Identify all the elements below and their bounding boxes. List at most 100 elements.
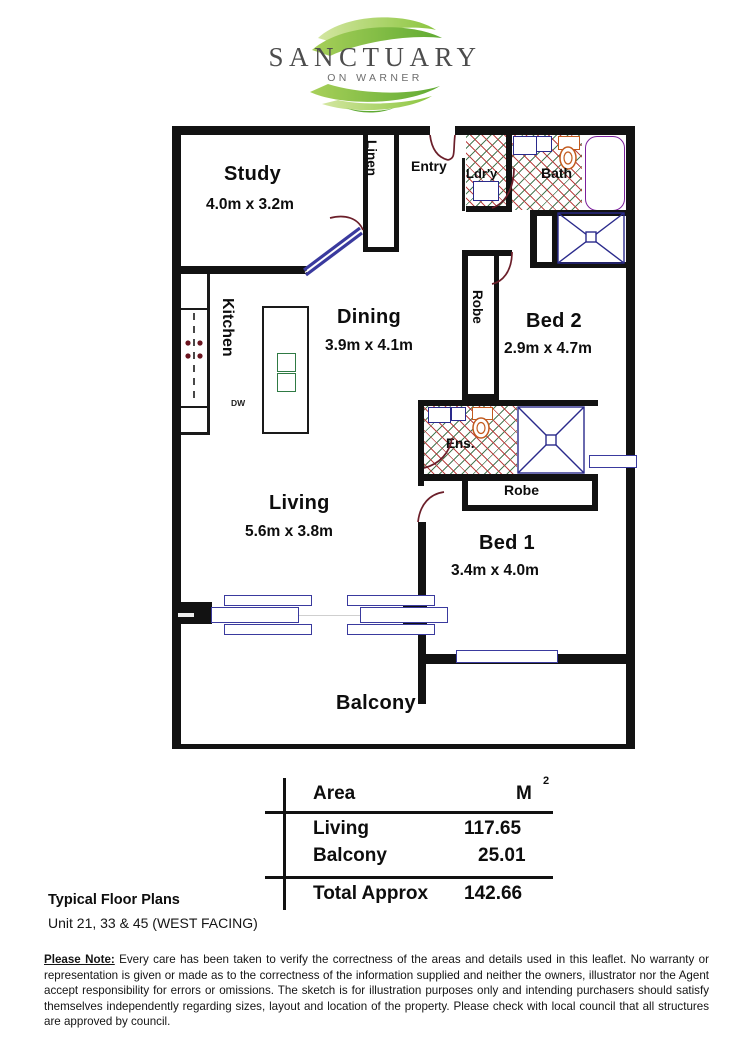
area-total-value: 142.66 xyxy=(464,883,523,904)
area-row-living-value: 117.65 xyxy=(464,818,522,839)
wall-ens-left xyxy=(418,400,424,486)
wall-bed1-left-upper xyxy=(418,522,426,642)
wall-bed1-bottom-left xyxy=(418,654,458,664)
table-rule-above-total xyxy=(265,876,553,879)
linen-label: Linen xyxy=(364,140,379,176)
wall-linen-bottom xyxy=(363,247,399,252)
kitchen-bench-divider-1 xyxy=(181,308,208,310)
wall-kitchen-bench-bottom xyxy=(181,432,210,435)
slider-right-panel-2 xyxy=(360,607,448,623)
disclaimer-lead: Please Note: xyxy=(44,953,115,966)
balcony-name: Balcony xyxy=(336,692,416,714)
window-bed1-balcony xyxy=(456,650,558,663)
area-total-label: Total Approx xyxy=(313,883,429,904)
area-header-unit-sup: 2 xyxy=(543,775,550,787)
disclaimer-note: Please Note: Every care has been taken t… xyxy=(44,952,709,1030)
floor-plan: Linen Entry Kitchen DW Ldr'y Bath xyxy=(0,118,750,768)
wall-laundry-left xyxy=(462,158,465,211)
wall-study-diagonal-stub xyxy=(237,266,307,274)
wall-exterior-left xyxy=(172,126,181,749)
window-bed2-side xyxy=(589,455,637,468)
kitchen-bench-divider-2 xyxy=(181,406,208,408)
wall-kitchen-bench-right xyxy=(207,274,210,434)
area-header-label: Area xyxy=(313,783,356,804)
dining-name: Dining xyxy=(337,306,402,328)
wall-shower-bottom xyxy=(530,262,635,268)
ensuite-label: Ens. xyxy=(446,436,475,451)
table-rule-under-header xyxy=(265,811,553,814)
slider-right-panel-3 xyxy=(347,624,435,635)
wall-linen-right xyxy=(394,126,399,252)
kitchen-island-top xyxy=(262,306,309,308)
laundry-label: Ldr'y xyxy=(466,166,498,181)
robe-bed2-label: Robe xyxy=(470,290,485,324)
footer-title: Typical Floor Plans xyxy=(48,892,180,908)
ens-vanity-basin-right xyxy=(451,407,466,421)
wall-study-bottom xyxy=(172,266,237,274)
dishwasher-label: DW xyxy=(231,398,246,408)
wall-robe2-right xyxy=(494,256,499,400)
wall-linen-left xyxy=(363,126,368,252)
wall-shower-left xyxy=(530,210,537,268)
wall-shower-right-divider xyxy=(552,210,558,268)
shower-bath-icon xyxy=(557,212,625,264)
ens-vanity-basin-left xyxy=(428,407,451,423)
bathtub-icon xyxy=(585,136,625,211)
table-vertical-rule xyxy=(283,778,286,910)
living-door-track xyxy=(212,615,404,616)
wall-laundry-bottom xyxy=(466,206,512,212)
area-row-living-label: Living xyxy=(313,818,369,839)
wall-bed2-top xyxy=(462,250,512,256)
robe-bed1-label: Robe xyxy=(504,482,539,498)
entry-label: Entry xyxy=(411,158,447,174)
ens-toilet-cistern-icon xyxy=(472,407,493,420)
area-row-balcony-label: Balcony xyxy=(313,845,387,866)
sink-bowl-upper xyxy=(277,353,296,372)
vanity-basin-left xyxy=(513,136,537,155)
wall-exterior-top-left xyxy=(172,126,430,135)
wall-bed1-left-lower xyxy=(418,642,426,704)
slider-left-panel-1 xyxy=(224,595,312,606)
wall-robe1-bottom xyxy=(462,505,598,511)
bed2-dimensions: 2.9m x 4.7m xyxy=(504,340,592,357)
area-summary-table: Area M 2 Living 117.65 Balcony 25.01 Tot… xyxy=(0,770,750,915)
living-dimensions: 5.6m x 3.8m xyxy=(245,523,333,540)
kitchen-label: Kitchen xyxy=(219,298,236,357)
wall-robe2-left xyxy=(462,250,468,400)
wall-bath-bottom xyxy=(530,210,635,216)
sink-bowl-lower xyxy=(277,373,296,392)
bed2-name: Bed 2 xyxy=(526,310,582,332)
wall-robe2-bottom xyxy=(462,394,499,400)
area-row-balcony-value: 25.01 xyxy=(478,845,526,866)
toilet-bath-bowl-icon xyxy=(559,146,577,170)
logo-subtitle: ON WARNER xyxy=(327,72,423,84)
logo-title: SANCTUARY xyxy=(268,42,482,72)
bath-label: Bath xyxy=(541,165,573,181)
study-dimensions: 4.0m x 3.2m xyxy=(206,196,294,213)
wall-robe1-left xyxy=(462,474,468,511)
leaf-emblem-icon xyxy=(310,17,442,113)
slider-left-panel-2 xyxy=(211,607,299,623)
wall-ens-bottom xyxy=(418,474,598,481)
ens-toilet-bowl-icon xyxy=(472,417,490,439)
dining-dimensions: 3.9m x 4.1m xyxy=(325,337,413,354)
door-swings-layer xyxy=(303,134,515,523)
ens-shower-icon xyxy=(517,406,585,474)
footer-subtitle: Unit 21, 33 & 45 (WEST FACING) xyxy=(48,915,258,931)
balcony-sill-mark xyxy=(178,613,194,617)
laundry-tub-icon xyxy=(473,181,499,201)
study-name: Study xyxy=(224,163,282,185)
wall-exterior-top-right xyxy=(455,126,635,135)
toilet-bath-icon xyxy=(558,136,580,150)
wall-ens-top xyxy=(418,400,598,406)
brand-logo: SANCTUARY ON WARNER xyxy=(0,8,750,118)
area-header-unit: M xyxy=(516,783,532,804)
vanity-basin-right xyxy=(536,136,552,152)
cooktop-icon xyxy=(185,313,203,403)
kitchen-island-bottom xyxy=(262,432,309,434)
bed1-dimensions: 3.4m x 4.0m xyxy=(451,562,539,579)
wall-balcony-bottom xyxy=(172,744,635,749)
kitchen-island-right xyxy=(307,306,309,434)
slider-right-panel-1 xyxy=(347,595,435,606)
living-name: Living xyxy=(269,492,330,514)
